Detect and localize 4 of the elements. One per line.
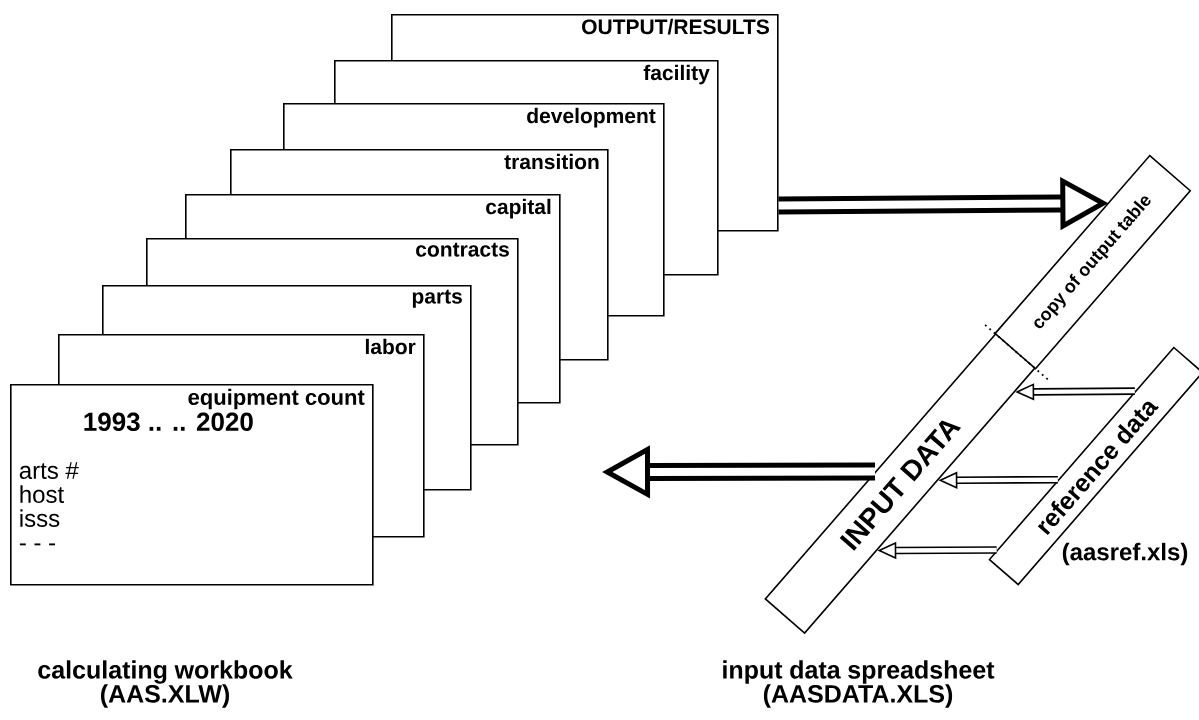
worksheet: equipment count 1993 .. .. 2020 arts # host isss - - - — [10, 384, 374, 586]
caption: input data spreadsheet (AASDATA.XLS) — [723, 660, 995, 708]
file-name: (aasref.xls) — [1062, 542, 1188, 566]
caption: calculating workbook (AAS.XLW) — [38, 660, 293, 708]
